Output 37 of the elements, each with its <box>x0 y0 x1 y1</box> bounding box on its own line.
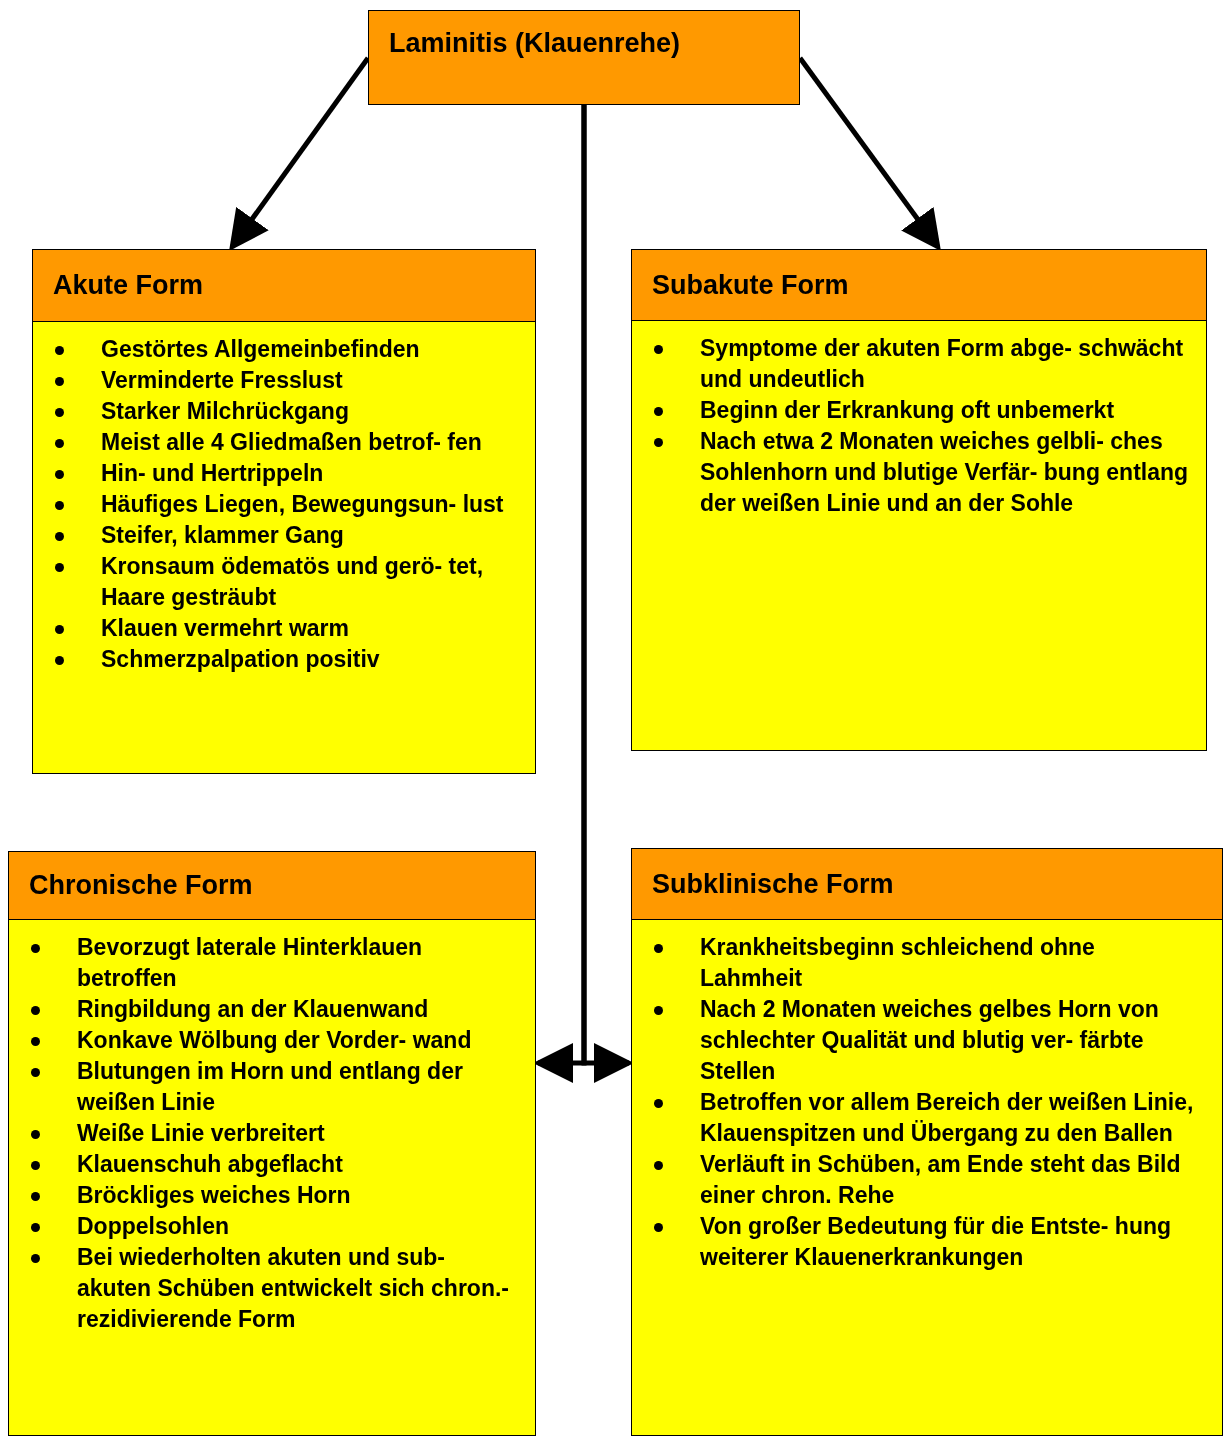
list-item-text: Meist alle 4 Gliedmaßen betrof- fen <box>101 428 483 457</box>
list-item-text: Doppelsohlen <box>77 1212 231 1241</box>
form-card <box>631 848 1223 1436</box>
list-item-text: Nach etwa 2 Monaten weiches gelbli- ches Sohlenhorn und blutige Verfär- bung entlang der weißen Linie und an der Sohle <box>700 427 1190 518</box>
title-text: Laminitis (Klauenrehe) <box>389 27 682 60</box>
list-item-text: Steifer, klammer Gang <box>101 521 345 550</box>
list-item-text: Schmerzpalpation positiv <box>101 645 381 674</box>
list-item-text: Bevorzugt laterale Hinterklauen betroffen <box>77 933 424 993</box>
list-item-text: Ringbildung an der Klauenwand <box>77 995 430 1024</box>
form-card <box>8 851 536 1436</box>
list-item-text: Bröckliges weiches Horn <box>77 1181 352 1210</box>
list-item-text: Kronsaum ödematös und gerö- tet, Haare gesträubt <box>101 552 485 612</box>
list-item-text: Krankheitsbeginn schleichend ohne Lahmheit <box>700 933 1096 993</box>
list-item-text: Verläuft in Schüben, am Ende steht das Bild einer chron. Rehe <box>700 1150 1182 1210</box>
list-item-text: Symptome der akuten Form abge- schwächt und undeutlich <box>700 334 1185 394</box>
list-item-text: Gestörtes Allgemeinbefinden <box>101 335 421 364</box>
list-item-text: Konkave Wölbung der Vorder- wand <box>77 1026 473 1055</box>
card-heading: Chronische Form <box>29 869 253 903</box>
list-item-text: Beginn der Erkrankung oft unbemerkt <box>700 396 1116 425</box>
form-card <box>631 249 1207 751</box>
title-box <box>368 10 800 105</box>
list-item-text: Nach 2 Monaten weiches gelbes Horn von schlechter Qualität und blutig ver- färbte Stellen <box>700 995 1160 1086</box>
list-item-text: Häufiges Liegen, Bewegungsun- lust <box>101 490 505 519</box>
card-heading: Akute Form <box>53 269 204 303</box>
form-card <box>32 249 536 774</box>
list-item-text: Verminderte Fresslust <box>101 366 344 395</box>
list-item-text: Betroffen vor allem Bereich der weißen Linie, Klauenspitzen und Übergang zu den Ballen <box>700 1088 1195 1148</box>
list-item-text: Klauen vermehrt warm <box>101 614 350 643</box>
list-item-text: Hin- und Hertrippeln <box>101 459 325 488</box>
card-heading: Subakute Form <box>652 268 849 302</box>
list-item-text: Von großer Bedeutung für die Entste- hung weiterer Klauenerkrankungen <box>700 1212 1173 1272</box>
list-item-text: Weiße Linie verbreitert <box>77 1119 326 1148</box>
list-item-text: Bei wiederholten akuten und sub- akuten Schüben entwickelt sich chron.-rezidivierende Form <box>77 1243 510 1334</box>
list-item-text: Klauenschuh abgeflacht <box>77 1150 344 1179</box>
card-heading: Subklinische Form <box>652 867 894 901</box>
list-item-text: Starker Milchrückgang <box>101 397 350 426</box>
list-item-text: Blutungen im Horn und entlang der weißen Linie <box>77 1057 464 1117</box>
